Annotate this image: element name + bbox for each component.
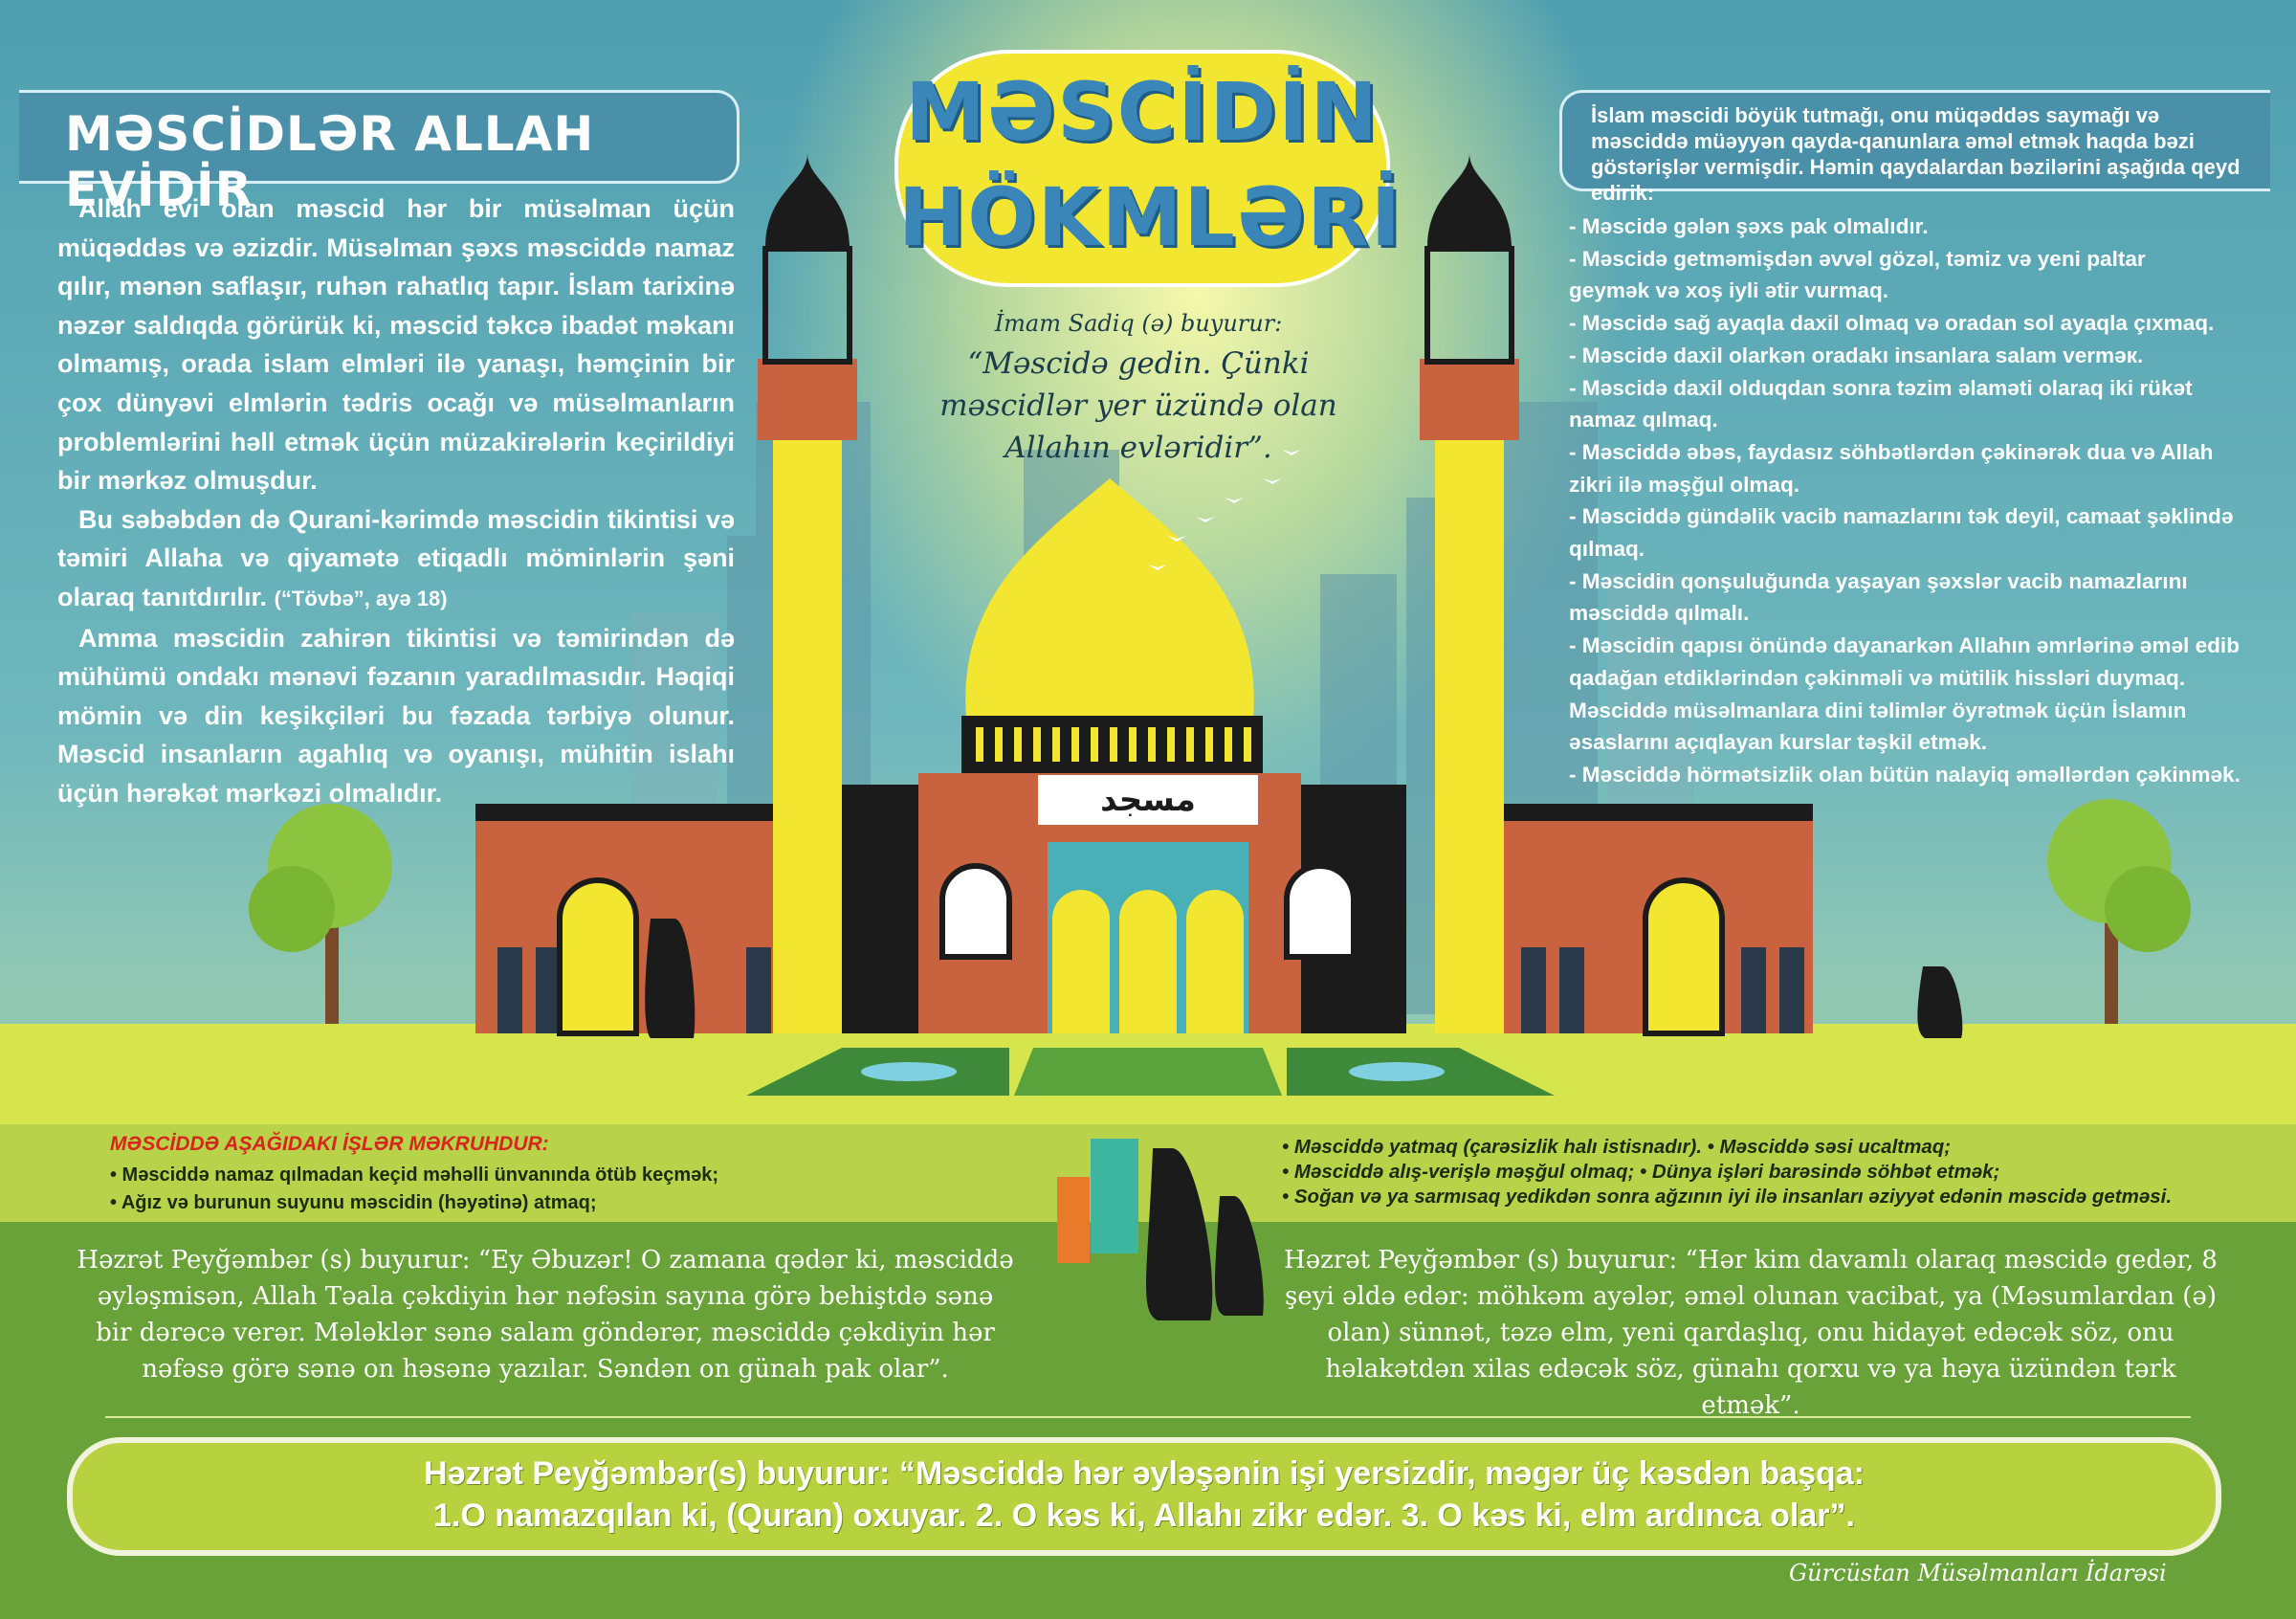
banner-line-1: Həzrət Peyğəmbər(s) buyurur: “Məsciddə h… <box>423 1455 1865 1492</box>
imam-quote-attribution: İmam Sadiq (ə) buyurur: <box>994 310 1283 337</box>
left-paragraph-1: Allah evi olan məscid hər bir müsəlman ü… <box>57 194 735 496</box>
left-paragraph-2-text: Bu səbəbdən də Qurani-kərimdə məscidin t… <box>57 504 735 611</box>
hadith-right-line: şeyi əldə edər: möhkəm ayələr, əməl olun… <box>1285 1282 2217 1311</box>
footer-credit: Gürcüstan Müsəlmanları İdarəsi <box>1789 1560 2167 1586</box>
hadith-right: Həzrət Peyğəmbər (s) buyurur: “Hər kim d… <box>1272 1242 2229 1424</box>
divider-line <box>105 1416 2191 1418</box>
etiquette-line: - Məsciddə əbəs, faydasız söhbətlərdən ç… <box>1569 439 2214 464</box>
etiquette-line: - Məscidin qapısı önündə dayanarkən Alla… <box>1569 633 2241 658</box>
hadith-left-line: əyləşmisən, Allah Təala çəkdiyin hər nəf… <box>97 1282 994 1311</box>
bottom-banner: Həzrət Peyğəmbər(s) buyurur: “Məsciddə h… <box>67 1437 2221 1556</box>
etiquette-line: qadağan etdiklərindən çəkinməli və mütil… <box>1569 665 2186 690</box>
makruh-item: • Məsciddə namaz qılmadan keçid məhəlli … <box>110 1164 719 1186</box>
etiquette-line: məsciddə qılmalı. <box>1569 601 1750 626</box>
imam-quote: İmam Sadiq (ə) buyurur: “Məscidə gedin. … <box>894 310 1382 469</box>
title-badge: MƏSCİDİN HÖKMLƏRİ <box>894 50 1403 287</box>
makruh-item: • Məsciddə alış-verişlə məşğul olmaq; • … <box>1282 1161 2000 1183</box>
etiquette-line: geymək və xoş iyli ətir vurmaq. <box>1569 278 1889 303</box>
hadith-left-line: Həzrət Peyğəmbər (s) buyurur: “Ey Əbuzər… <box>77 1246 1014 1275</box>
mosque-sign: مسجد <box>1100 781 1196 819</box>
hadith-left: Həzrət Peyğəmbər (s) buyurur: “Ey Əbuzər… <box>67 1242 1024 1387</box>
title-line-2: HÖKMLƏRİ <box>898 170 1403 264</box>
hadith-left-line: nəfəsə görə sənə on həsənə yazılar. Sənd… <box>142 1355 949 1384</box>
left-heading-box: MƏSCİDLƏR ALLAH EVİDİR <box>19 90 740 217</box>
etiquette-line: zikri ilə məşğul olmaq. <box>1569 472 1800 497</box>
hadith-right-line: olan) sünnət, təzə elm, yeni qardaşlıq, … <box>1327 1319 2175 1347</box>
makruh-title: MƏSCİDDƏ AŞAĞIDAKI İŞLƏR MƏKRUHDUR: <box>110 1133 549 1155</box>
etiquette-line: qılmaq. <box>1569 537 1645 562</box>
makruh-item: • Soğan və ya sarmısaq yedikdən sonra ağ… <box>1282 1186 2173 1208</box>
right-intro-box: İslam məscidi böyük tutmağı, onu müqəddə… <box>1559 90 2270 205</box>
right-intro: İslam məscidi böyük tutmağı, onu müqəddə… <box>1591 103 2241 205</box>
hadith-right-line: Həzrət Peyğəmbər (s) buyurur: “Hər kim d… <box>1284 1246 2218 1275</box>
etiquette-line: - Məscidə daxil olarkən oradakı insanlar… <box>1569 343 2144 367</box>
etiquette-line: - Məsciddə gündəlik vacib namazlarını tə… <box>1569 504 2234 529</box>
tree-right-icon <box>2047 799 2191 1024</box>
etiquette-line: - Məscidə daxil olduqdan sonra təzim əla… <box>1569 375 2193 400</box>
hadith-right-line: həlakətdən xilas edəcək söz, günahı qorx… <box>1325 1355 2176 1420</box>
quran-reference: (“Tövbə”, ayə 18) <box>274 586 448 610</box>
family-illustration <box>1057 1139 1264 1320</box>
etiquette-line: - Məscidə sağ ayaqla daxil olmaq və orad… <box>1569 311 2215 336</box>
left-paragraph-3: Amma məscidin zahirən tikintisi və təmir… <box>57 623 735 808</box>
etiquette-line: - Məscidin qonşuluğunda yaşayan şəxslər … <box>1569 568 2188 593</box>
makruh-item: • Məsciddə yatmaq (çarəsizlik halı istis… <box>1282 1136 1952 1158</box>
left-heading: MƏSCİDLƏR ALLAH EVİDİR <box>65 106 595 217</box>
etiquette-line: namaz qılmaq. <box>1569 408 1718 432</box>
etiquette-list: - Məscidə gələn şəxs pak olmalıdır. - Mə… <box>1569 211 2248 791</box>
etiquette-line: - Məsciddə hörmətsizlik olan bütün nalay… <box>1569 762 2241 787</box>
etiquette-line: Məsciddə müsəlmanlara dini təlimlər öyrə… <box>1569 698 2187 722</box>
left-paragraph-2: Bu səbəbdən də Qurani-kərimdə məscidin t… <box>57 500 735 619</box>
makruh-item: • Ağız və burunun suyunu məscidin (həyət… <box>110 1192 597 1213</box>
banner-line-2: 1.O namazqılan ki, (Quran) oxuyar. 2. O … <box>433 1497 1855 1534</box>
imam-quote-text: “Məscidə gedin. Çünki məscidlər yer üzün… <box>939 346 1337 465</box>
tree-left-icon <box>249 804 392 1024</box>
etiquette-line: əsaslarını açıqlayan kurslar təşkil etmə… <box>1569 730 1988 755</box>
left-text-block: Allah evi olan məscid hər bir müsəlman ü… <box>57 189 735 813</box>
makruh-left-list: • Məsciddə namaz qılmadan keçid məhəlli … <box>110 1162 718 1217</box>
makruh-band <box>0 1124 2296 1222</box>
makruh-right-list: • Məsciddə yatmaq (çarəsizlik halı istis… <box>1282 1135 2172 1209</box>
etiquette-line: - Məscidə getməmişdən əvvəl gözəl, təmiz… <box>1569 246 2146 271</box>
title-line-1: MƏSCİDİN <box>905 65 1380 159</box>
hadith-left-line: bir dərəcə verər. Mələklər sənə salam gö… <box>96 1319 995 1347</box>
etiquette-line: - Məscidə gələn şəxs pak olmalıdır. <box>1569 214 1929 238</box>
